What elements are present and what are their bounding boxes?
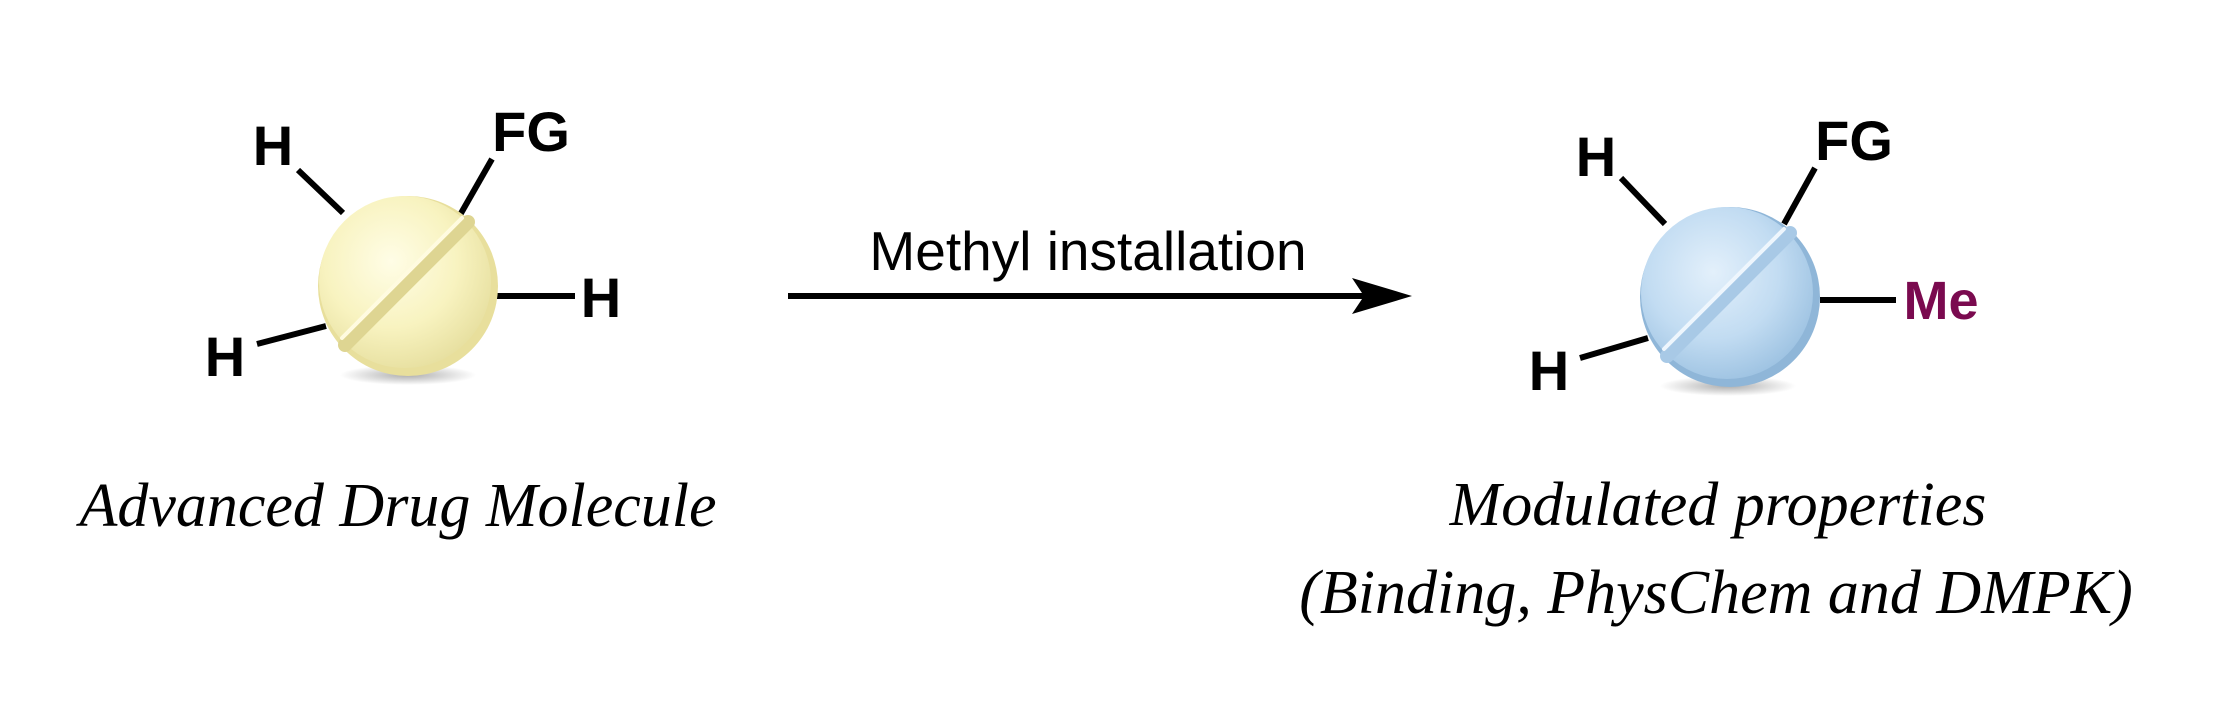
bond-top-left <box>1618 175 1668 227</box>
bond-top-right <box>1781 166 1818 226</box>
right-molecule: H FG Me H Modulated properties (Binding,… <box>1299 109 2132 627</box>
right-bottom-left-atom: H <box>1529 339 1569 402</box>
yellow-tablet-icon <box>318 196 498 385</box>
arrow-head-icon <box>1352 278 1412 314</box>
right-top-left-atom: H <box>1576 125 1616 188</box>
left-molecule: H FG H H Advanced Drug Molecule <box>76 100 717 540</box>
bond-top-right <box>457 157 495 217</box>
left-caption: Advanced Drug Molecule <box>76 472 717 540</box>
left-bottom-left-atom: H <box>205 325 245 388</box>
left-top-left-atom: H <box>253 114 293 177</box>
left-top-right-atom: FG <box>492 100 570 163</box>
bond-bottom-left <box>256 323 327 347</box>
reaction-label: Methyl installation <box>869 220 1306 282</box>
methyl-label: Me <box>1903 271 1978 331</box>
right-top-right-atom: FG <box>1815 109 1893 172</box>
blue-tablet-icon <box>1640 207 1820 396</box>
right-caption-line1: Modulated properties <box>1449 471 1987 539</box>
bond-bottom-left <box>1579 335 1649 361</box>
right-caption-line2: (Binding, PhysChem and DMPK) <box>1299 559 2132 627</box>
reaction-arrow: Methyl installation <box>788 220 1412 314</box>
left-right-atom: H <box>581 266 621 329</box>
bond-top-left <box>295 167 346 216</box>
